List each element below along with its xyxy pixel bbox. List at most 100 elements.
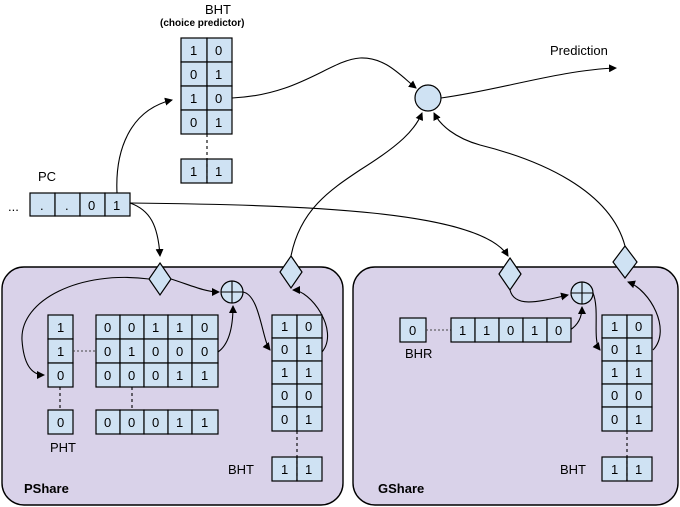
- output-select-node: [414, 84, 442, 112]
- pshare-select-diamond: [148, 261, 172, 297]
- pshare-bht-cell: 1: [305, 365, 312, 380]
- pht-label: PHT: [50, 440, 76, 455]
- top-bht-cell: 0: [190, 67, 197, 82]
- gshare-bht-cell: 1: [635, 462, 642, 477]
- top-bht-cell: 0: [215, 43, 222, 58]
- pc-to-gshare-arrow: [129, 202, 509, 257]
- top-bht-cell: 1: [215, 67, 222, 82]
- local-history-table: 0 0 1 1 0 0 1 0 0 0 0 0 0 1 1 0 0 0 1 1: [95, 314, 219, 435]
- history-cell: 0: [176, 344, 183, 359]
- gshare-output-diamond: [612, 245, 638, 279]
- pshare-bht-cell: 0: [305, 319, 312, 334]
- prediction-label: Prediction: [550, 43, 608, 58]
- pc-cell: .: [40, 198, 44, 213]
- pht-cell: 0: [57, 368, 64, 383]
- gshare-bht-cell: 0: [635, 319, 642, 334]
- history-cell: 0: [152, 415, 159, 430]
- gshare-bht-cell: 1: [611, 462, 618, 477]
- pshare-bht-cell: 0: [305, 388, 312, 403]
- history-cell: 1: [152, 320, 159, 335]
- pshare-title: PShare: [24, 481, 69, 496]
- gshare-xor-to-bht-arrow: [592, 292, 601, 351]
- history-cell: 1: [201, 368, 208, 383]
- top-bht-cell: 1: [215, 115, 222, 130]
- history-cell: 0: [128, 320, 135, 335]
- pc-to-bht-arrow: [116, 97, 173, 194]
- gshare-bht-cell: 1: [635, 412, 642, 427]
- pshare-bht-cell: 1: [305, 412, 312, 427]
- pshare-to-node-arrow: [290, 112, 424, 257]
- top-bht-cell: 1: [215, 164, 222, 179]
- bhr-cell: 0: [409, 323, 416, 338]
- history-cell: 1: [176, 368, 183, 383]
- history-cell: 0: [128, 415, 135, 430]
- top-bht-cell: 1: [190, 43, 197, 58]
- history-cell: 0: [152, 368, 159, 383]
- pshare-bht-cell: 1: [305, 462, 312, 477]
- bht-to-pshare-diamond-arrow: [292, 286, 329, 353]
- history-cell: 0: [104, 320, 111, 335]
- pshare-index-arrow: [21, 276, 150, 379]
- pshare-bht-cell: 1: [281, 365, 288, 380]
- history-cell: 1: [128, 344, 135, 359]
- gshare-bht-cell: 1: [611, 365, 618, 380]
- gshare-bht-cell: 1: [611, 319, 618, 334]
- history-cell: 0: [104, 368, 111, 383]
- pshare-bht-label: BHT: [228, 462, 254, 477]
- pc-cell: .: [65, 198, 69, 213]
- history-cell: 1: [176, 320, 183, 335]
- bhr-cell: 0: [507, 323, 514, 338]
- xor-to-bht-arrow: [242, 291, 271, 351]
- pshare-bht-cell: 0: [281, 388, 288, 403]
- gshare-bht-to-diamond-arrow: [627, 280, 661, 351]
- gshare-to-node-arrow: [433, 112, 626, 247]
- gshare-bht-cell: 1: [635, 365, 642, 380]
- history-cell: 1: [201, 415, 208, 430]
- pshare-bht-table: 1 0 0 1 1 1 0 0 0 1 1 1: [271, 314, 323, 482]
- gshare-to-xor-arrow: [509, 289, 569, 303]
- pshare-output-diamond: [279, 254, 303, 290]
- top-bht-title: BHT: [205, 2, 231, 17]
- pc-to-pshare-arrow: [129, 202, 164, 257]
- bhr-register: 0 1 1 0 1 0: [399, 317, 572, 343]
- pshare-bht-cell: 0: [281, 412, 288, 427]
- history-cell: 0: [104, 344, 111, 359]
- pht-cell: 1: [57, 344, 64, 359]
- pshare-bht-cell: 1: [305, 342, 312, 357]
- pc-register: . . 0 1: [29, 192, 131, 217]
- top-bht-cell: 1: [190, 91, 197, 106]
- gshare-bht-cell: 0: [611, 388, 618, 403]
- pc-ellipsis: ...: [8, 199, 19, 214]
- pshare-bht-cell: 1: [281, 462, 288, 477]
- gshare-bht-cell: 1: [635, 342, 642, 357]
- bhr-label: BHR: [405, 346, 432, 361]
- pc-cell: 0: [88, 198, 95, 213]
- bhr-to-xor-arrow: [569, 306, 586, 331]
- top-bht-table: 1 0 0 1 1 0 0 1 1 1: [180, 37, 233, 184]
- history-to-xor-arrow: [217, 305, 237, 353]
- gshare-bht-cell: 0: [635, 388, 642, 403]
- top-bht-cell: 1: [190, 164, 197, 179]
- history-cell: 1: [176, 415, 183, 430]
- bhr-cell: 0: [555, 323, 562, 338]
- history-cell: 0: [152, 344, 159, 359]
- bhr-cell: 1: [483, 323, 490, 338]
- bht-to-node-arrow: [231, 57, 417, 99]
- gshare-bht-table: 1 0 0 1 1 1 0 0 0 1 1 1: [601, 314, 653, 482]
- pc-cell: 1: [113, 198, 120, 213]
- gshare-bht-cell: 0: [611, 412, 618, 427]
- bhr-cell: 1: [459, 323, 466, 338]
- pht-cell: 1: [57, 320, 64, 335]
- top-bht-cell: 0: [190, 115, 197, 130]
- pc-label: PC: [38, 169, 56, 184]
- pshare-bht-cell: 1: [281, 319, 288, 334]
- history-cell: 0: [104, 415, 111, 430]
- bhr-cell: 1: [531, 323, 538, 338]
- history-cell: 0: [201, 344, 208, 359]
- pshare-bht-cell: 0: [281, 342, 288, 357]
- top-bht-subtitle: (choice predictor): [160, 18, 244, 29]
- gshare-bht-label: BHT: [560, 462, 586, 477]
- pshare-to-xor-arrow: [170, 278, 220, 296]
- history-cell: 0: [201, 320, 208, 335]
